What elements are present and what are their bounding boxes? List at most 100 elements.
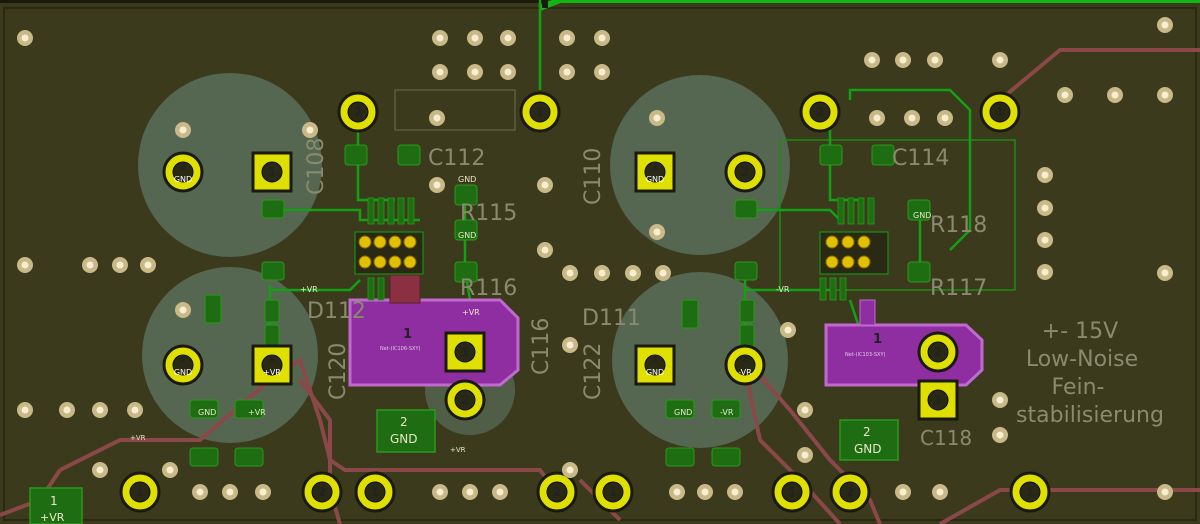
svg-text:C108: C108: [304, 138, 329, 195]
through-hole-pad[interactable]: 2: [337, 91, 379, 133]
via-drill: [908, 114, 916, 122]
svg-text:C110: C110: [581, 148, 606, 205]
via-drill: [306, 126, 314, 134]
svg-text:-VR: -VR: [720, 408, 734, 417]
through-hole-pad[interactable]: 1: [119, 471, 161, 513]
svg-text:stabilisierung: stabilisierung: [1016, 403, 1164, 428]
via-drill: [179, 306, 187, 314]
pad-drill: [1019, 481, 1041, 503]
through-hole-pad[interactable]: 1: [771, 471, 813, 513]
through-hole-pad[interactable]: 2: [444, 379, 486, 421]
pad-drill: [529, 101, 551, 123]
pad-number: 2: [934, 345, 942, 359]
through-hole-pad[interactable]: 1: [979, 91, 1021, 133]
via-drill: [131, 406, 139, 414]
svg-text:2: 2: [400, 415, 408, 429]
regulator-pin1-label: 1: [403, 327, 412, 342]
svg-text:2: 2: [863, 425, 871, 439]
svg-text:GND: GND: [458, 175, 476, 184]
via-drill: [259, 488, 267, 496]
through-hole-pad[interactable]: 1+VR: [251, 344, 293, 386]
via-drill: [436, 488, 444, 496]
through-hole-pad[interactable]: 1: [1009, 471, 1051, 513]
svg-text:R117: R117: [930, 276, 987, 301]
via-drill: [436, 34, 444, 42]
pad-copper: [634, 151, 676, 193]
regulator-tab: [389, 274, 421, 304]
via-drill: [1161, 21, 1169, 29]
gnd-smd-pad[interactable]: 2 GND: [839, 419, 899, 461]
pad-number: 1: [536, 105, 544, 119]
through-hole-pad[interactable]: 1: [592, 471, 634, 513]
via-drill: [226, 488, 234, 496]
through-hole-pad[interactable]: 2: [536, 471, 578, 513]
via-drill: [541, 181, 549, 189]
through-hole-pad[interactable]: 1: [444, 331, 486, 373]
via-drill: [96, 406, 104, 414]
via-drill: [96, 466, 104, 474]
via-drill: [996, 431, 1004, 439]
pad-number: 2: [742, 354, 749, 365]
via-drill: [1041, 171, 1049, 179]
pad-drill: [989, 101, 1011, 123]
pad-drill: [129, 481, 151, 503]
pad-number: 2: [354, 105, 362, 119]
copper-trace-top: [0, 0, 548, 8]
pad-drill: [546, 481, 568, 503]
header-pin: [388, 235, 402, 249]
via-drill: [801, 406, 809, 414]
header-pin: [841, 255, 855, 269]
via-drill: [653, 114, 661, 122]
pad-drill: [311, 481, 333, 503]
pad-net-name: GND: [646, 175, 664, 184]
via-drill: [1161, 269, 1169, 277]
via-drill: [899, 56, 907, 64]
via-drill: [21, 406, 29, 414]
through-hole-pad[interactable]: 2-VR: [724, 344, 766, 386]
through-hole-pad[interactable]: 1: [251, 151, 293, 193]
pad-number: 2: [553, 485, 561, 499]
via-drill: [931, 56, 939, 64]
component-courtyard: [779, 139, 1016, 291]
through-hole-pad[interactable]: 1: [519, 91, 561, 133]
via-drill: [566, 466, 574, 474]
through-hole-pad[interactable]: 2: [917, 331, 959, 373]
svg-text:+VR: +VR: [450, 446, 466, 454]
gnd-smd-pad[interactable]: 2 GND: [376, 409, 436, 453]
svg-text:D111: D111: [582, 306, 641, 331]
via-drill: [563, 34, 571, 42]
through-hole-pad[interactable]: 2: [799, 91, 841, 133]
svg-text:1: 1: [50, 494, 58, 508]
svg-text:R116: R116: [460, 276, 517, 301]
through-hole-pad[interactable]: 1: [917, 379, 959, 421]
pad-number: 1: [461, 345, 469, 359]
pad-number: 2: [180, 161, 187, 172]
through-hole-pad[interactable]: 2: [301, 471, 343, 513]
pad-number: 1: [652, 354, 659, 365]
svg-text:D112: D112: [307, 299, 366, 324]
via-drill: [598, 269, 606, 277]
through-hole-pad[interactable]: 1: [354, 471, 396, 513]
vr-connector-pad[interactable]: 1 +VR: [29, 487, 83, 524]
pad-number: 1: [609, 485, 617, 499]
via-drill: [1161, 488, 1169, 496]
via-drill: [471, 34, 479, 42]
header-pin: [403, 235, 417, 249]
through-hole-pad[interactable]: 2: [829, 471, 871, 513]
via-drill: [541, 246, 549, 254]
svg-text:GND: GND: [854, 442, 882, 456]
svg-text:C118: C118: [920, 426, 972, 450]
pad-drill: [172, 161, 194, 183]
through-hole-pad[interactable]: 2: [724, 151, 766, 193]
via-drill: [731, 488, 739, 496]
via-drill: [166, 466, 174, 474]
pad-number: 2: [816, 105, 824, 119]
component-courtyard: [394, 89, 516, 131]
pad-drill: [809, 101, 831, 123]
pad-number: 1: [652, 161, 659, 172]
